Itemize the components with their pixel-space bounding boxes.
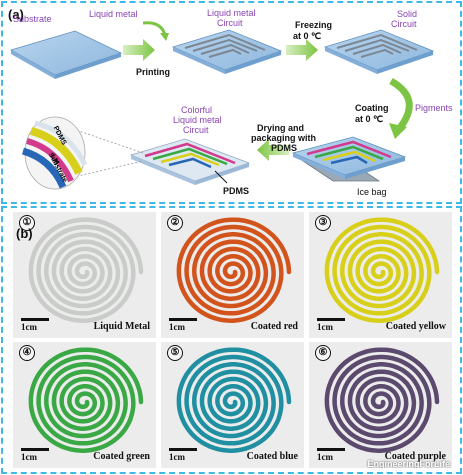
label-solid-2: Circuit (391, 19, 417, 29)
label-pigments: Pigments (415, 103, 453, 113)
label-ice-bag: Ice bag (357, 187, 387, 197)
cell-number: ⑥ (315, 345, 331, 361)
cell-number: ⑤ (167, 345, 183, 361)
scale-label: 1cm (21, 322, 37, 332)
label-pdms: PDMS (223, 186, 250, 196)
spiral-image (28, 347, 144, 453)
arrow-freezing (286, 39, 318, 61)
panel-a: (a) (1, 1, 462, 204)
cell-caption: Liquid Metal (93, 321, 150, 332)
cell-number: ① (19, 215, 35, 231)
spiral-image (176, 347, 292, 453)
spiral-image (28, 217, 144, 323)
scale-label: 1cm (21, 452, 37, 462)
scale-label: 1cm (317, 452, 333, 462)
cell-caption: Coated green (93, 451, 150, 462)
colorful-plate (129, 138, 251, 185)
label-freezing-2: at 0 ℃ (293, 31, 322, 41)
label-drying-2: packaging with (251, 133, 317, 143)
lm-circuit-plate (171, 29, 283, 74)
label-freezing-1: Freezing (295, 20, 333, 30)
label-colorful-1: Colorful (181, 105, 213, 115)
arrow-coating (389, 77, 413, 132)
label-drying-1: Drying and (257, 123, 305, 133)
process-diagram (9, 21, 435, 190)
scale-bar: 1cm (317, 318, 345, 332)
spiral-cell-3: ③ 1cm Coated yellow (309, 212, 452, 338)
panel-b: (b) ① 1cm Liquid Metal ② 1cm Coated red … (1, 206, 462, 474)
spiral-cell-4: ④ 1cm Coated green (13, 342, 156, 468)
label-colorful-3: Circuit (183, 125, 209, 135)
solid-circuit-plate (323, 29, 435, 74)
spiral-image (324, 347, 440, 453)
label-printing: Printing (136, 67, 170, 77)
scale-bar: 1cm (169, 318, 197, 332)
spiral-cell-1: ① 1cm Liquid Metal (13, 212, 156, 338)
cell-number: ③ (315, 215, 331, 231)
spiral-cell-2: ② 1cm Coated red (161, 212, 304, 338)
label-solid-1: Solid (397, 9, 418, 19)
spiral-cell-5: ⑤ 1cm Coated blue (161, 342, 304, 468)
layer-inset (21, 116, 88, 190)
scale-bar: 1cm (317, 448, 345, 462)
cell-number: ② (167, 215, 183, 231)
label-lm-circuit-2: Circuit (217, 18, 243, 28)
scale-bar: 1cm (169, 448, 197, 462)
cell-caption: Coated purple (384, 451, 446, 462)
scale-label: 1cm (317, 322, 333, 332)
scale-bar: 1cm (21, 318, 49, 332)
substrate-plate (9, 30, 123, 79)
arrow-liquid-metal (142, 21, 167, 36)
cell-caption: Coated yellow (385, 321, 446, 332)
label-coating-2: at 0 ℃ (355, 114, 384, 124)
scale-label: 1cm (169, 322, 185, 332)
arrow-drying (257, 139, 289, 161)
arrow-printing (123, 39, 155, 61)
coated-plate (291, 136, 407, 182)
panel-a-tag: (a) (8, 7, 24, 22)
cell-caption: Coated red (250, 321, 298, 332)
panel-b-tag: (b) (16, 226, 33, 241)
label-liquid-metal: Liquid metal (89, 9, 138, 19)
watermark: EngineeringForLife (367, 459, 450, 468)
label-lm-circuit-1: Liquid metal (207, 8, 256, 18)
spiral-cell-6: ⑥ 1cm Coated purple EngineeringForLife (309, 342, 452, 468)
label-coating-1: Coating (355, 103, 389, 113)
label-colorful-2: Liquid metal (173, 115, 222, 125)
scale-label: 1cm (169, 452, 185, 462)
scale-bar: 1cm (21, 448, 49, 462)
cell-caption: Coated blue (246, 451, 298, 462)
spiral-image (324, 217, 440, 323)
label-drying-3: PDMS (271, 143, 298, 153)
label-substrate: Substrate (13, 14, 52, 24)
spiral-image (176, 217, 292, 323)
cell-number: ④ (19, 345, 35, 361)
